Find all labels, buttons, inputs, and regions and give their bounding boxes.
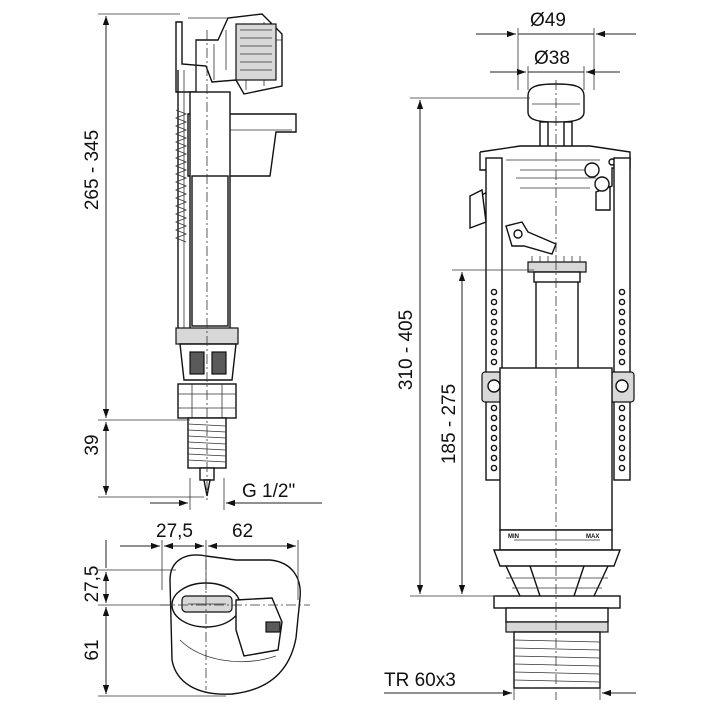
thread-dimension: G 1/2" (150, 478, 322, 510)
flush-valve-height-dimensions: 310 - 405 185 - 275 (396, 97, 534, 597)
offset-width-label: 27,5 (156, 521, 193, 542)
flush-valve-side-view: MIN MAX (469, 80, 635, 700)
scale-max-label: MAX (586, 534, 599, 540)
flush-height-label: 310 - 405 (396, 310, 417, 390)
outlet-thread-dimension: TR 60x3 (384, 670, 636, 700)
scale-min-label: MIN (508, 534, 519, 540)
inlet-height-label: 265 - 345 (82, 130, 103, 210)
thread-length-label: 39 (82, 434, 103, 455)
offset-depth-label: 27,5 (82, 566, 103, 603)
rail-holes-right (618, 288, 626, 472)
overflow-height-label: 185 - 275 (439, 384, 460, 464)
top-view-depth-dimensions: 27,5 61 (82, 540, 226, 697)
total-width-label: 62 (232, 521, 253, 542)
fill-valve-height-dimensions: 265 - 345 39 (82, 13, 204, 498)
outlet-thread-label: TR 60x3 (384, 670, 456, 691)
button-diameter-dimensions: Ø49 Ø38 (476, 10, 636, 90)
top-view-width-dimensions: 27,5 62 (120, 521, 299, 600)
depth-label: 61 (82, 639, 103, 660)
fill-valve-top-view (160, 554, 310, 695)
fill-valve-side-view (174, 13, 297, 500)
thread-label: G 1/2" (242, 481, 295, 502)
rail-holes-left (490, 288, 498, 472)
outer-button-diameter-label: Ø49 (530, 10, 566, 31)
inner-button-diameter-label: Ø38 (534, 48, 570, 69)
